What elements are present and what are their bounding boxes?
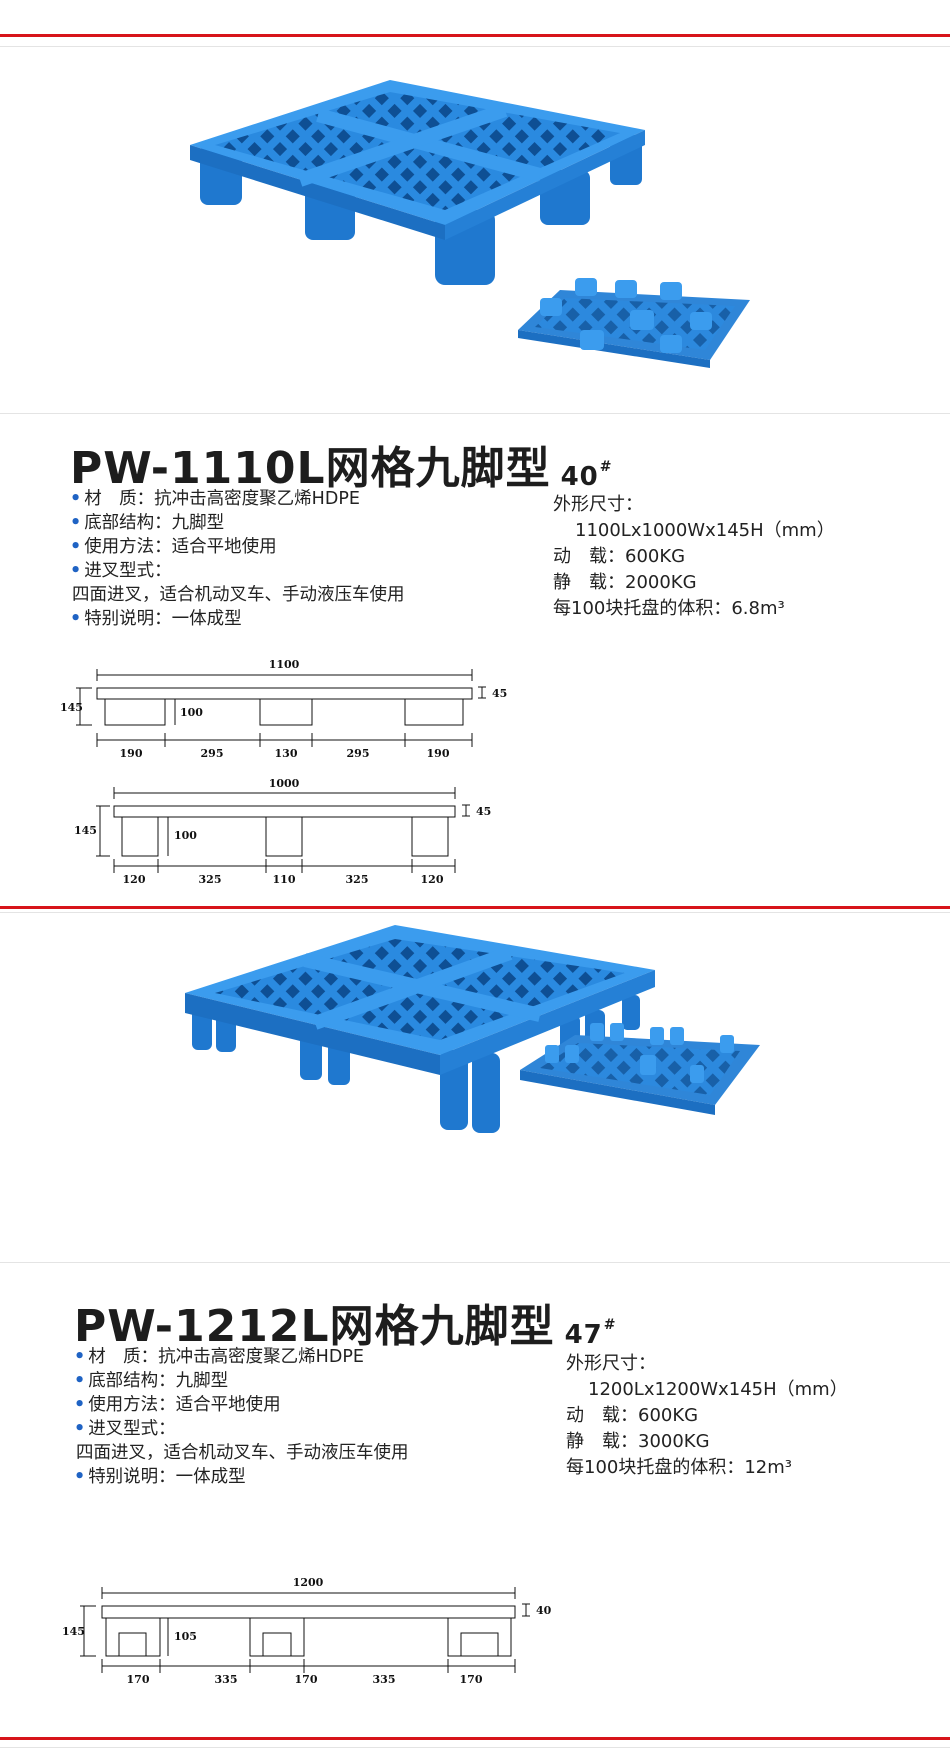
size-value: 1200Lx1200Wx145H（mm）	[588, 1379, 848, 1400]
dim-segment: 170	[460, 1673, 483, 1686]
dim-height: 145	[60, 701, 83, 714]
feature-material: •材 质：抗冲击高密度聚乙烯HDPE	[70, 489, 360, 509]
feature-base: •底部结构：九脚型	[70, 513, 225, 533]
product-title: PW-1110L网格九脚型 40#	[70, 432, 613, 496]
dim-segment: 190	[120, 747, 143, 760]
technical-drawing-length: 1100 145 100 45 190 295 130 295 190	[60, 658, 507, 760]
dim-segment: 295	[201, 747, 224, 760]
feature-base: •底部结构：九脚型	[74, 1371, 229, 1391]
feature-usage: •使用方法：适合平地使用	[74, 1395, 281, 1415]
feature-special: •特别说明：一体成型	[70, 609, 242, 629]
dim-segment: 325	[199, 873, 222, 886]
product-title: PW-1212L网格九脚型 47#	[74, 1290, 617, 1354]
dim-segment: 190	[427, 747, 450, 760]
dim-deck: 45	[492, 687, 507, 700]
top-red-divider	[0, 34, 950, 37]
dimension-list: 外形尺寸： 1100Lx1000Wx145H（mm） 动 载：600KG 静 载…	[553, 492, 835, 622]
model-number: 47#	[564, 1317, 617, 1350]
feature-fork: •进叉型式：	[74, 1419, 176, 1439]
technical-drawing-width: 1000 145 100 45 120 325 110 325 120	[74, 777, 491, 886]
dynamic-load: 动 载：600KG	[566, 1405, 699, 1426]
dim-total: 1000	[269, 777, 300, 790]
dim-total: 1200	[293, 1576, 324, 1589]
dim-segment: 335	[215, 1673, 238, 1686]
dim-segment: 335	[373, 1673, 396, 1686]
pallet-photo-1	[190, 80, 750, 368]
feature-usage: •使用方法：适合平地使用	[70, 537, 277, 557]
dim-height: 145	[62, 1625, 85, 1638]
pallet-photo-2	[185, 925, 760, 1133]
divider	[0, 1262, 950, 1263]
feature-fork: •进叉型式：	[70, 561, 172, 581]
section-red-divider	[0, 906, 950, 909]
dim-leg: 100	[180, 706, 203, 719]
divider	[0, 46, 950, 47]
divider	[0, 413, 950, 414]
size-label: 外形尺寸：	[553, 494, 643, 515]
bottom-red-divider	[0, 1737, 950, 1740]
dim-segment: 120	[123, 873, 146, 886]
size-value: 1100Lx1000Wx145H（mm）	[575, 520, 835, 541]
dim-segment: 120	[421, 873, 444, 886]
model-name: PW-1110L网格九脚型	[70, 443, 551, 494]
dim-segment: 110	[273, 873, 296, 886]
model-number: 40#	[560, 459, 613, 492]
volume: 每100块托盘的体积：6.8m³	[553, 598, 785, 619]
feature-material: •材 质：抗冲击高密度聚乙烯HDPE	[74, 1347, 364, 1367]
feature-special: •特别说明：一体成型	[74, 1467, 246, 1487]
dynamic-load: 动 载：600KG	[553, 546, 686, 567]
feature-fork-detail: 四面进叉，适合机动叉车、手动液压车使用	[72, 585, 405, 605]
dim-segment: 170	[127, 1673, 150, 1686]
dim-leg: 100	[174, 829, 197, 842]
feature-list: •材 质：抗冲击高密度聚乙烯HDPE •底部结构：九脚型 •使用方法：适合平地使…	[74, 1345, 409, 1489]
model-name: PW-1212L网格九脚型	[74, 1301, 555, 1352]
divider	[0, 912, 950, 913]
static-load: 静 载：2000KG	[553, 572, 697, 593]
feature-fork-detail: 四面进叉，适合机动叉车、手动液压车使用	[76, 1443, 409, 1463]
dim-segment: 170	[295, 1673, 318, 1686]
feature-list: •材 质：抗冲击高密度聚乙烯HDPE •底部结构：九脚型 •使用方法：适合平地使…	[70, 487, 405, 631]
dim-segment: 130	[275, 747, 298, 760]
divider	[0, 1747, 950, 1748]
dim-deck: 45	[476, 805, 491, 818]
dim-segment: 325	[346, 873, 369, 886]
dim-segment: 295	[347, 747, 370, 760]
technical-drawing-length: 1200 145 105 40 170 335 170 335 170	[62, 1576, 552, 1686]
dim-total: 1100	[269, 658, 300, 671]
static-load: 静 载：3000KG	[566, 1431, 710, 1452]
dim-deck: 40	[536, 1604, 552, 1617]
dim-height: 145	[74, 824, 97, 837]
size-label: 外形尺寸：	[566, 1353, 656, 1374]
volume: 每100块托盘的体积：12m³	[566, 1457, 793, 1478]
dimension-list: 外形尺寸： 1200Lx1200Wx145H（mm） 动 载：600KG 静 载…	[566, 1351, 848, 1481]
dim-leg: 105	[174, 1630, 197, 1643]
